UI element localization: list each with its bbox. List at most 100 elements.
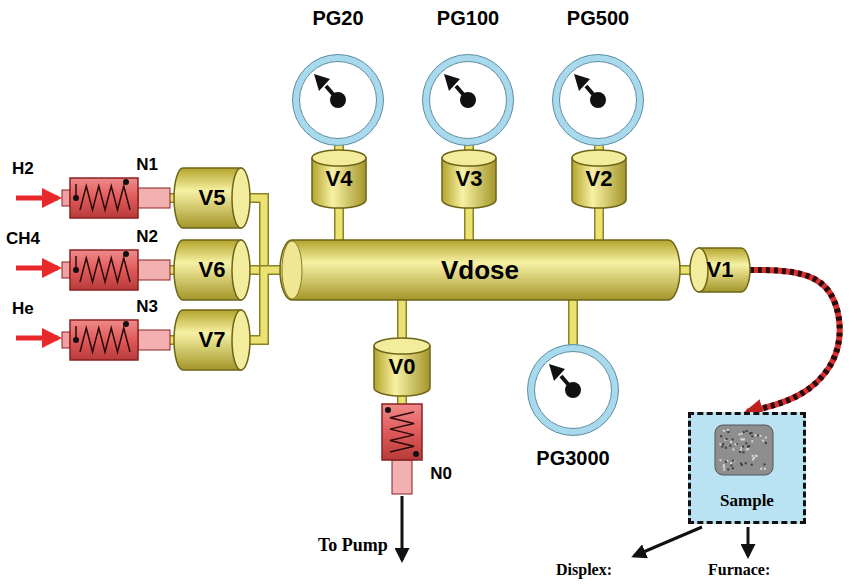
connector-group (680, 270, 690, 271)
valve-body (174, 310, 241, 370)
sample-texture (722, 443, 724, 445)
part-label: V3 (456, 167, 483, 191)
valve: V7 (174, 310, 250, 370)
regulator-dot (123, 251, 129, 257)
part-label: V7 (199, 328, 226, 352)
sample-texture (719, 459, 721, 461)
sample-texture (762, 440, 764, 442)
gauge-dial (426, 58, 510, 142)
gauge-needle (456, 86, 468, 100)
pipe (570, 300, 577, 348)
regulator-outlet (392, 460, 412, 494)
pipe (466, 208, 473, 240)
pipe-outline (397, 300, 407, 338)
part-label: V5 (199, 186, 226, 210)
regulator-dot (123, 179, 129, 185)
sample-texture (749, 432, 751, 434)
regulator-inlet (62, 332, 70, 348)
sample-texture (741, 464, 743, 466)
sample-texture (725, 439, 727, 441)
gas-label: CH4 (6, 230, 40, 249)
sample-texture (743, 431, 745, 433)
gauge-rim (300, 62, 377, 139)
regulator-body (70, 178, 138, 218)
sample-texture (732, 438, 734, 440)
pressure-gauge: PG3000 (523, 343, 623, 473)
pressure-gauge: PG500 (548, 5, 648, 150)
displex-arrow (634, 527, 702, 556)
sample-label: Sample (720, 492, 774, 511)
pressure-gauge: PG100 (418, 5, 518, 150)
gauge-label: PG100 (437, 7, 499, 29)
pipe-outline (594, 208, 604, 240)
sample-texture (723, 469, 725, 471)
sample-texture (751, 440, 753, 442)
sample-texture (765, 437, 767, 439)
gauge-rim (528, 345, 619, 436)
part-label: V6 (199, 258, 226, 282)
sample-texture (725, 461, 727, 463)
part-label: V1 (707, 258, 734, 282)
regulator-dot (385, 407, 391, 413)
sample-holder: Sample (688, 412, 806, 524)
pipe-outline (464, 208, 474, 240)
sample-texture (723, 466, 725, 468)
pump-arrow (401, 496, 404, 560)
pipe-outline (397, 396, 407, 404)
regulator-body (70, 250, 138, 290)
gauge-dial (296, 58, 380, 142)
regulator-dot (73, 195, 79, 201)
destination-label: Displex: (556, 561, 612, 579)
pressure-regulator: N3 (62, 296, 170, 360)
valve: V4 (312, 150, 366, 208)
regulator-outline (62, 320, 170, 360)
part-label: N3 (136, 298, 158, 317)
regulator-outline (62, 250, 170, 290)
dosing-volume-end (282, 241, 302, 299)
destination-label: To Pump (318, 536, 388, 556)
sample-texture (760, 468, 762, 470)
regulator-inlet (62, 190, 70, 206)
sample-texture (752, 455, 754, 457)
sample-texture (763, 463, 765, 465)
furnace-arrow (747, 527, 750, 556)
valve-body (699, 248, 750, 292)
gauge-rim (560, 62, 637, 139)
sample-texture (727, 429, 729, 431)
connector-group (250, 198, 280, 270)
gas-inlet-arrow (16, 266, 58, 271)
sample-texture (740, 449, 742, 451)
sample-texture (738, 433, 740, 435)
sample-texture (765, 442, 767, 444)
gauge-needle (586, 86, 598, 100)
sample-texture (755, 434, 757, 436)
sample-texture (721, 445, 723, 447)
gauge-rim (553, 55, 644, 146)
connector-group (599, 208, 600, 240)
regulator-inlet (62, 262, 70, 278)
valve-body (174, 168, 241, 228)
sample-texture (727, 468, 729, 470)
part-label: V2 (586, 167, 613, 191)
valve-cap (232, 240, 250, 300)
regulator-spring (80, 258, 130, 282)
pipe-outline (680, 265, 690, 275)
pressure-gauge: PG20 (288, 5, 388, 150)
sample-texture (759, 435, 761, 437)
sample-texture (747, 448, 749, 450)
gauge-needle-head (574, 74, 590, 91)
regulator-outlet (138, 188, 170, 208)
sample-texture (745, 442, 747, 444)
regulator-dot (413, 451, 419, 457)
dosing-volume-body (280, 240, 680, 300)
valve-cap (312, 150, 366, 166)
part-label: N1 (136, 156, 158, 175)
hose (747, 270, 840, 412)
sample-texture (723, 430, 725, 432)
sample-texture (753, 457, 755, 459)
pipe (399, 300, 406, 338)
connector-group (469, 208, 470, 240)
sample-texture (743, 451, 745, 453)
sample-texture (751, 464, 753, 466)
